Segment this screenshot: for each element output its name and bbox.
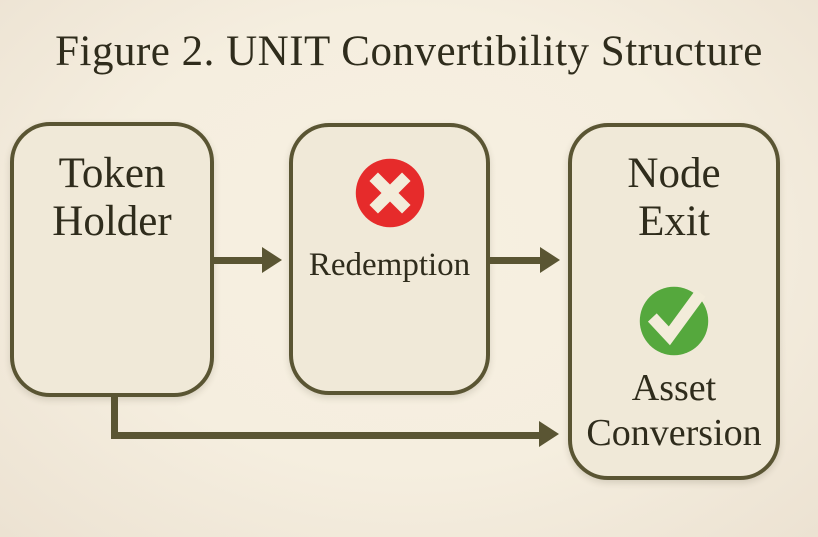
arrow-shaft [111,431,541,439]
token-holder-label-line2: Holder [52,198,172,245]
arrow-shaft [214,257,264,264]
figure-title: Figure 2. UNIT Convertibility Structure [55,28,763,75]
arrow-shaft [490,257,542,264]
arrowhead-icon [539,421,559,447]
arrowhead-icon [540,247,560,273]
node-redemption: Redemption [289,123,490,395]
x-circle-icon [355,158,424,228]
node-exit-label-line1: Node [627,150,721,197]
token-holder-label: Token Holder [52,150,171,246]
arrow-vertical-segment [111,396,118,439]
asset-conversion-label: Asset Conversion [586,366,761,456]
asset-conversion-label-line1: Asset [631,367,717,409]
asset-conversion-label-line2: Conversion [586,412,762,454]
check-badge [637,284,711,358]
node-exit-label: Node Exit [627,150,720,246]
node-node-exit: Node Exit Asset Conversion [568,123,780,480]
check-circle-icon [639,286,709,356]
node-exit-label-line2: Exit [638,198,710,245]
token-holder-label-line1: Token [58,150,166,197]
arrowhead-icon [262,247,282,273]
node-token-holder: Token Holder [10,122,214,397]
redemption-label: Redemption [308,247,471,283]
